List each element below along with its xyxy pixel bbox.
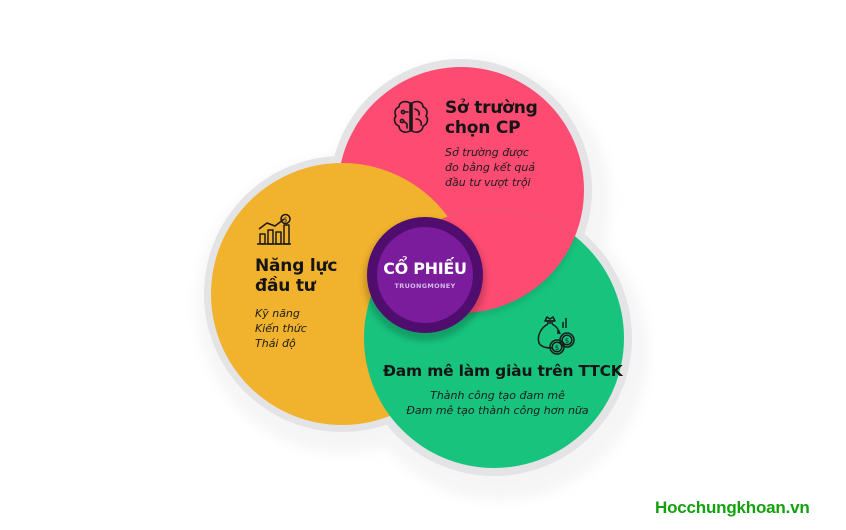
- yellow-desc-line: Kiến thức: [255, 322, 307, 335]
- watermark: Hocchungkhoan.vn: [655, 498, 810, 517]
- center-subtitle: TRUONGMONEY: [394, 282, 456, 290]
- pink-title-line-1: Sở trường: [445, 98, 538, 118]
- yellow-description: Kỹ năng Kiến thức Thái độ: [255, 306, 307, 351]
- yellow-title-line-1: Năng lực: [255, 256, 338, 276]
- pink-desc-line: đo bằng kết quả: [445, 161, 536, 174]
- growth-chart-icon: $: [257, 213, 291, 245]
- pink-desc-line: đầu tư vượt trội: [445, 176, 531, 189]
- pink-title: Sở trường chọn CP: [445, 98, 538, 138]
- money-bag-icon: $ $: [537, 316, 575, 355]
- brain-icon: [393, 100, 429, 133]
- yellow-title: Năng lực đầu tư: [255, 256, 337, 296]
- green-description: Thành công tạo đam mê Đam mê tạo thành c…: [385, 388, 610, 418]
- svg-text:$: $: [565, 337, 569, 345]
- yellow-desc-line: Thái độ: [255, 337, 296, 350]
- yellow-title-line-2: đầu tư: [255, 276, 316, 296]
- green-desc-line: Thành công tạo đam mê: [430, 389, 565, 402]
- pink-description: Sở trường được đo bằng kết quả đầu tư vư…: [445, 145, 535, 190]
- svg-text:$: $: [283, 216, 287, 224]
- green-title: Đam mê làm giàu trên TTCK: [383, 362, 623, 380]
- center-title: CỔ PHIẾU: [383, 259, 467, 278]
- pink-title-line-2: chọn CP: [445, 118, 521, 138]
- green-desc-line: Đam mê tạo thành công hơn nữa: [406, 404, 589, 417]
- svg-text:$: $: [555, 344, 559, 352]
- yellow-desc-line: Kỹ năng: [255, 307, 300, 320]
- center-disc: [377, 227, 473, 323]
- pink-desc-line: Sở trường được: [445, 146, 529, 159]
